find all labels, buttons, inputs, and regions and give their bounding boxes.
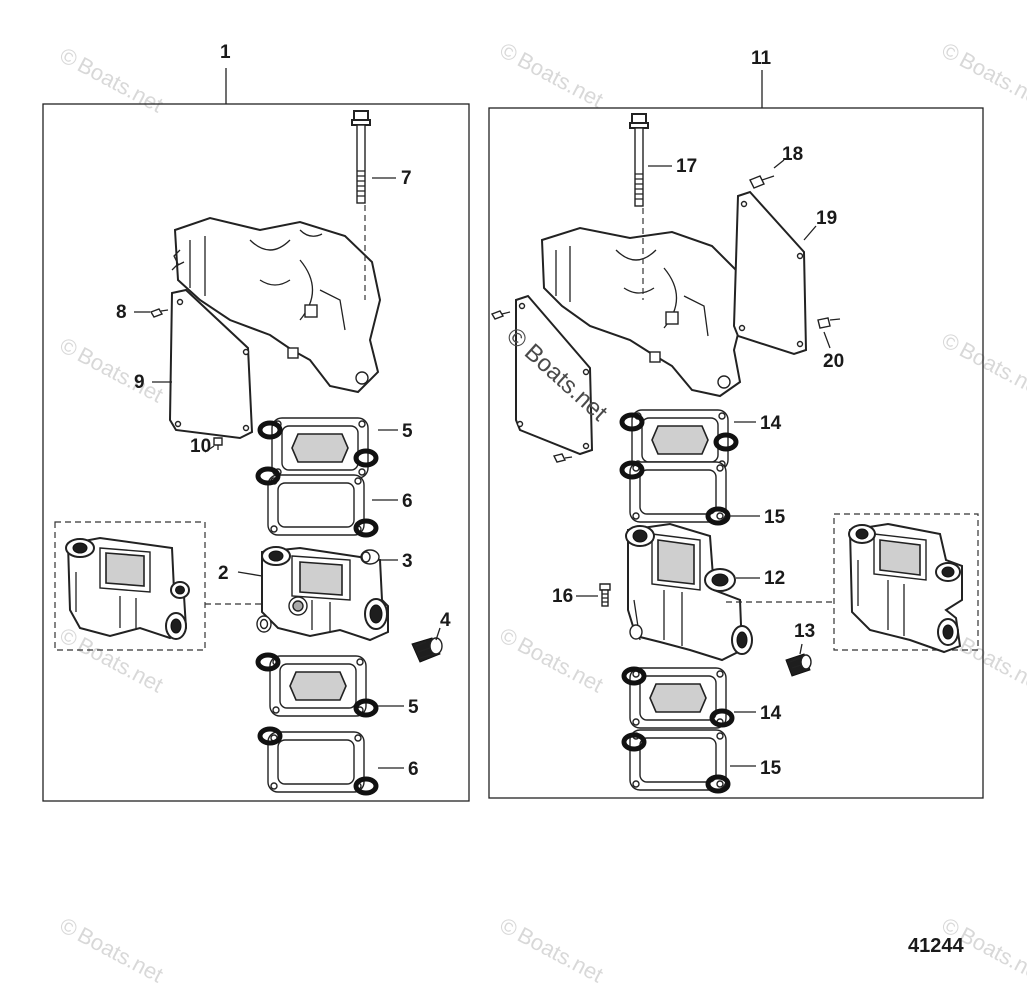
right-gasket-14-lower <box>629 667 727 729</box>
left-gasket-5-upper <box>271 417 369 479</box>
svg-text:©Boats.net: ©Boats.net <box>56 332 168 407</box>
callout-15-lower: 15 <box>760 758 782 779</box>
left-plug-small <box>360 549 380 565</box>
right-exhaust-manifold <box>540 226 746 398</box>
right-cover-plate-tall <box>515 294 594 456</box>
left-exhaust-manifold <box>171 216 382 394</box>
callout-14-upper: 14 <box>760 413 782 434</box>
svg-text:©Boats.net: ©Boats.net <box>938 327 1027 402</box>
left-cover-plate <box>168 288 254 440</box>
callout-5-lower: 5 <box>408 697 419 718</box>
svg-text:©Boats.net: ©Boats.net <box>496 912 608 987</box>
callout-2: 2 <box>218 563 229 584</box>
left-assembly: 1 7 8 9 <box>42 42 470 802</box>
callout-17: 17 <box>676 156 697 177</box>
callout-5-upper: 5 <box>402 421 413 442</box>
right-elbow-housing <box>625 522 753 662</box>
figure-number: 41244 <box>908 935 964 957</box>
right-screw-18 <box>749 175 775 189</box>
left-gasket-5-lower <box>269 655 367 717</box>
left-gasket-6-upper <box>267 474 365 536</box>
right-screw-bottom-left <box>552 453 573 463</box>
right-assembly: 11 17 19 18 <box>488 48 984 799</box>
callout-20: 20 <box>823 351 844 372</box>
callout-6-upper: 6 <box>402 491 413 512</box>
svg-text:©Boats.net: ©Boats.net <box>56 912 168 987</box>
right-screw-16 <box>599 583 611 607</box>
left-fitting <box>411 637 443 663</box>
callout-6-lower: 6 <box>408 759 419 780</box>
callout-12: 12 <box>764 568 785 589</box>
right-screw-top-left <box>490 310 511 320</box>
left-inset-frame <box>54 521 206 651</box>
callout-10: 10 <box>190 436 211 457</box>
left-small-ring <box>256 615 272 633</box>
right-cover-plate <box>732 190 808 356</box>
watermark-layer: ©Boats.net ©Boats.net ©Boats.net ©Boats.… <box>56 37 1027 987</box>
right-gasket-14-upper <box>631 409 729 471</box>
callout-9: 9 <box>134 372 145 393</box>
right-inset-frame <box>833 513 979 651</box>
callout-1: 1 <box>220 42 231 63</box>
callout-14-lower: 14 <box>760 703 782 724</box>
left-gasket-6-lower <box>267 731 365 793</box>
callout-3: 3 <box>402 551 413 572</box>
callout-8: 8 <box>116 302 127 323</box>
left-screw-top <box>149 308 169 318</box>
right-screw-20 <box>817 317 841 329</box>
callout-4: 4 <box>440 610 451 631</box>
callout-18: 18 <box>782 144 803 165</box>
callout-19: 19 <box>816 208 837 229</box>
left-inset-elbow <box>65 536 190 640</box>
right-bolt <box>629 113 649 207</box>
callout-7: 7 <box>401 168 412 189</box>
callout-15-upper: 15 <box>764 507 786 528</box>
left-screw-bottom <box>213 437 223 450</box>
svg-text:©Boats.net: ©Boats.net <box>496 37 608 112</box>
right-inset-elbow <box>848 522 963 654</box>
left-bolt <box>351 110 371 204</box>
callout-16: 16 <box>552 586 573 607</box>
left-assembly-frame <box>42 103 470 802</box>
right-fitting <box>785 653 812 677</box>
svg-text:©Boats.net: ©Boats.net <box>496 622 608 697</box>
callout-13: 13 <box>794 621 815 642</box>
svg-text:©Boats.net: ©Boats.net <box>938 37 1027 112</box>
svg-text:©Boats.net: ©Boats.net <box>56 42 168 117</box>
left-elbow-housing <box>261 546 389 642</box>
callout-11: 11 <box>751 48 772 69</box>
right-assembly-frame <box>488 107 984 799</box>
